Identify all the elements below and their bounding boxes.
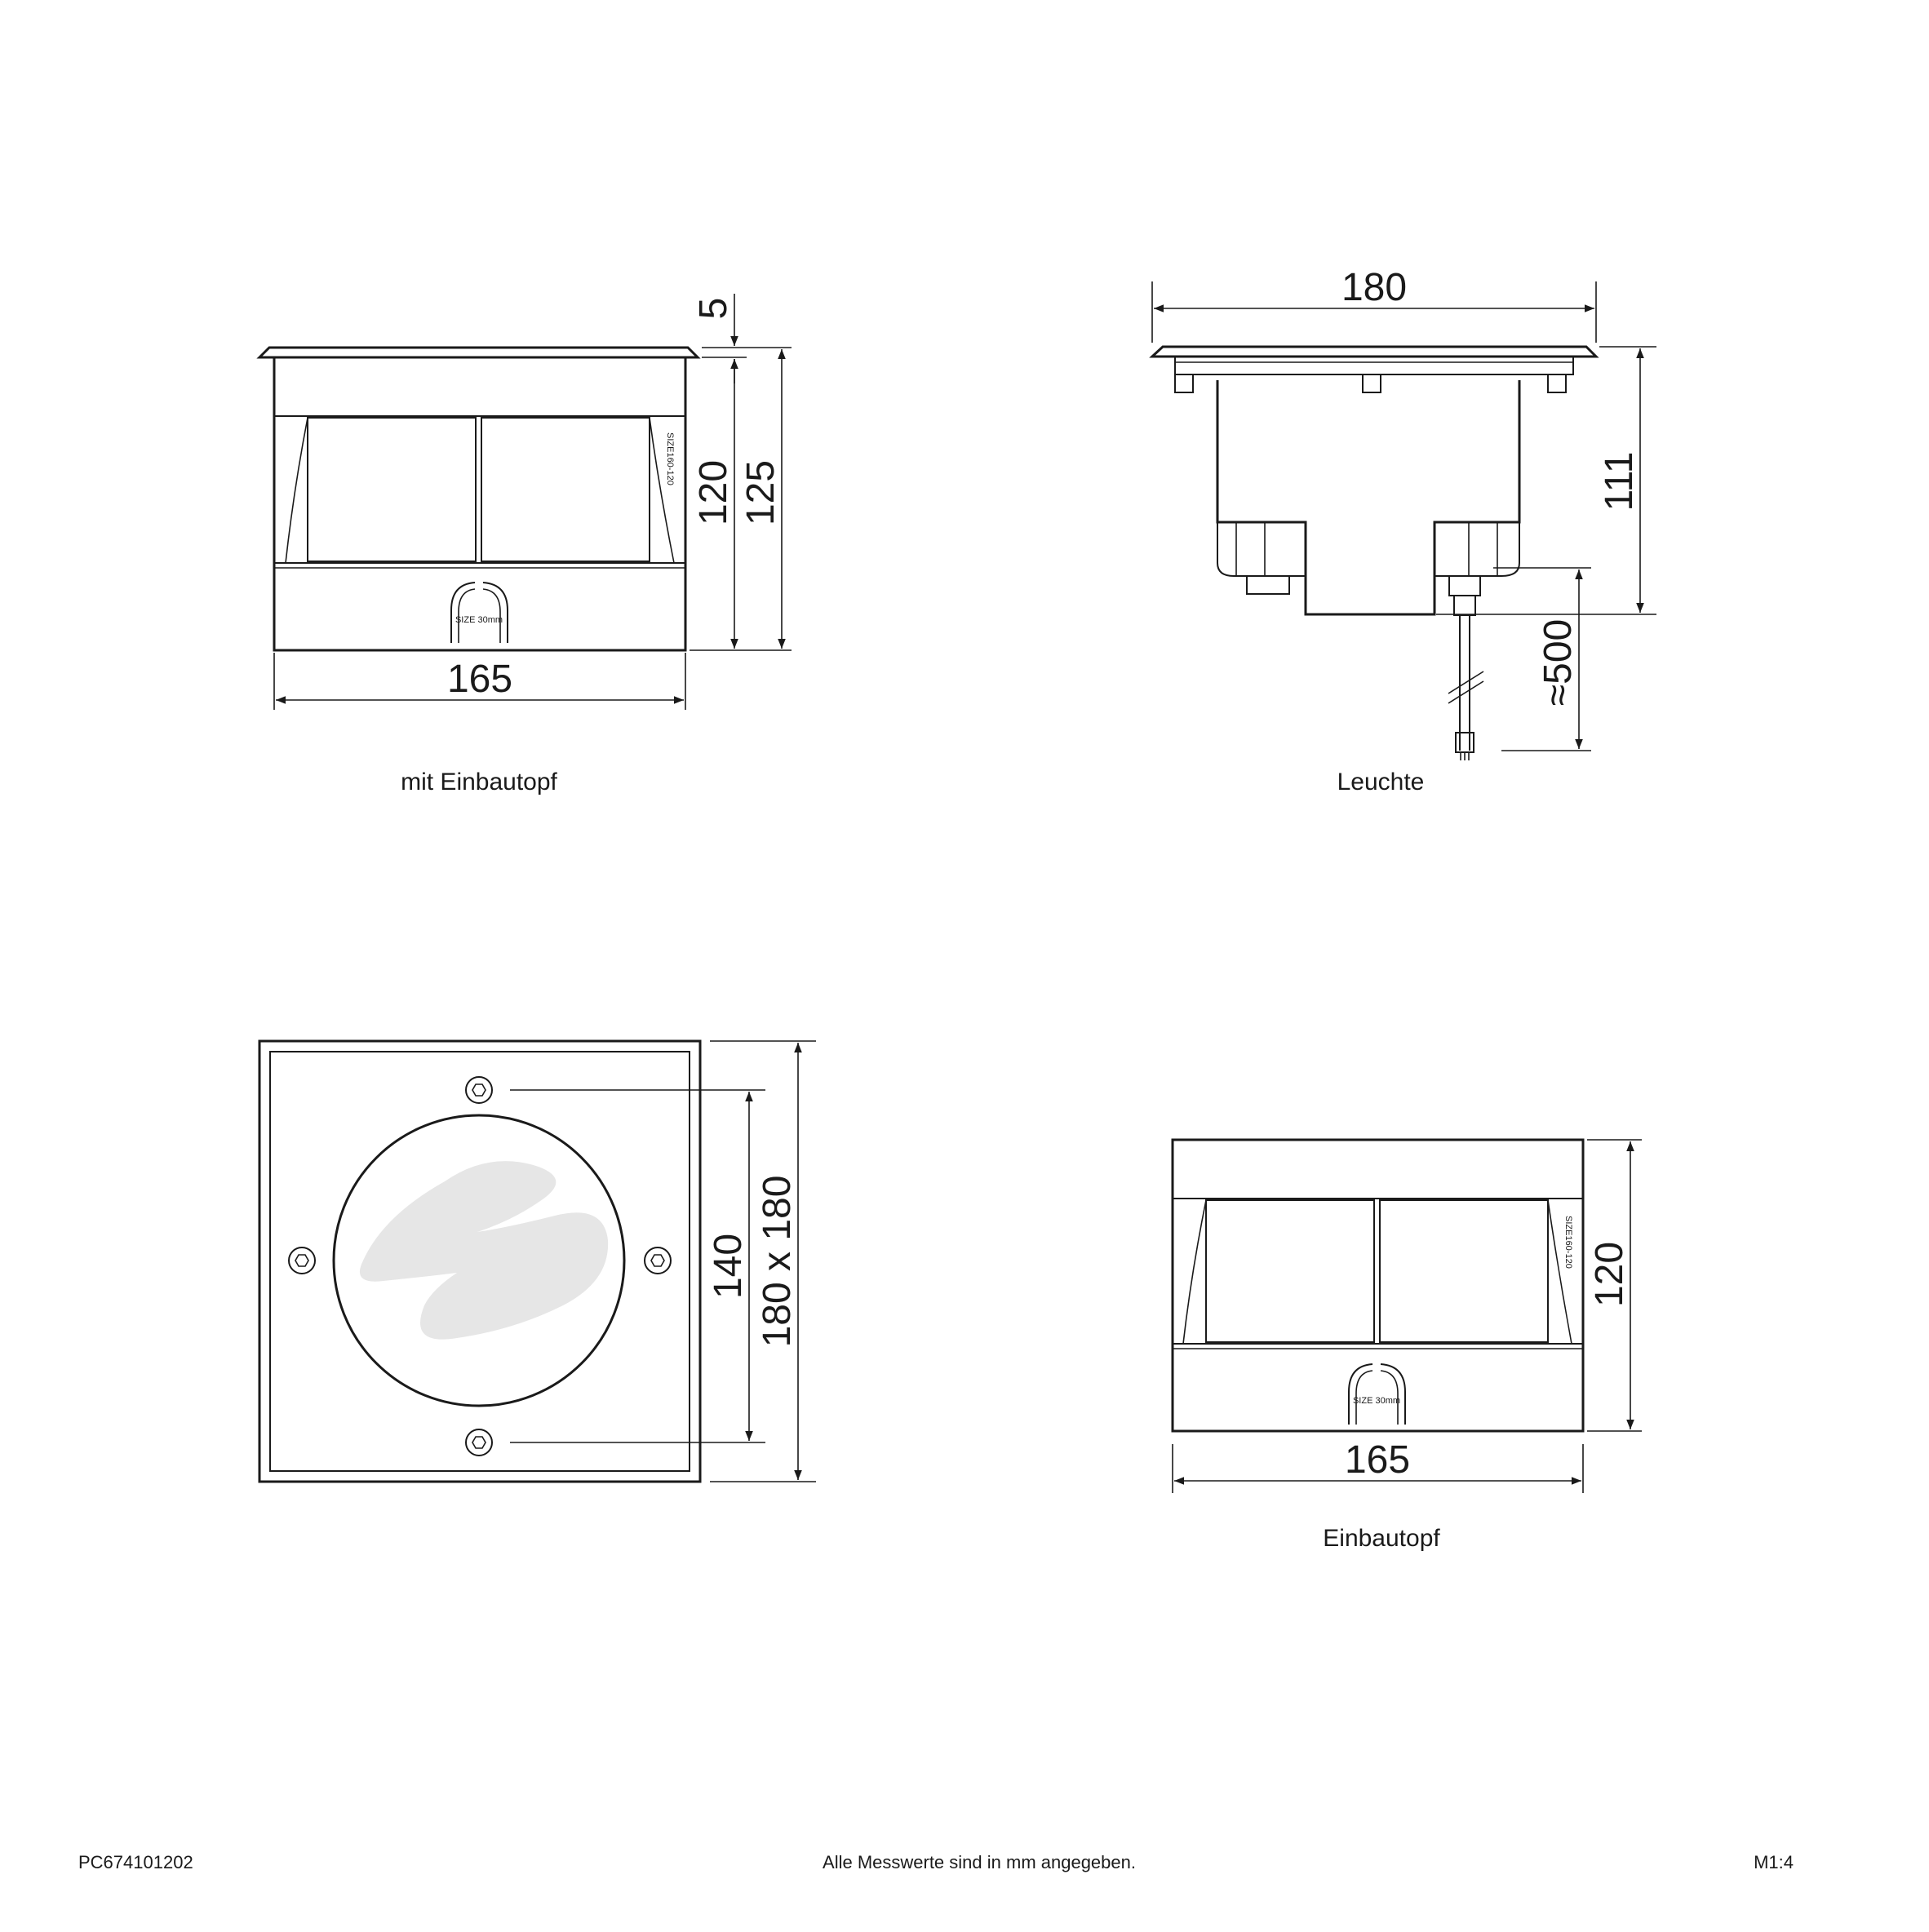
size-clip-label: SIZE 30mm: [455, 615, 503, 625]
dim-hole-spacing: 140: [707, 1234, 750, 1299]
dim-width: 165: [1345, 1438, 1410, 1482]
scale-label: M1:4: [1754, 1852, 1794, 1872]
footer: PC674101202 Alle Messwerte sind in mm an…: [78, 1852, 1794, 1872]
article-number: PC674101202: [78, 1852, 193, 1872]
view-mit-einbautopf: SIZE 30mm SIZE160-120 165 5 120 125 mit …: [256, 294, 792, 795]
size-side-label: SIZE160-120: [665, 432, 675, 485]
logo-watermark: [359, 1161, 609, 1340]
dim-body: 120: [692, 460, 735, 525]
dim-width: 165: [447, 658, 512, 701]
caption-einbautopf: Einbautopf: [1323, 1525, 1440, 1552]
dim-cable: ≈500: [1537, 619, 1580, 706]
caption-mit-einbautopf: mit Einbautopf: [401, 769, 557, 795]
dim-width: 180: [1341, 266, 1407, 309]
units-note: Alle Messwerte sind in mm angegeben.: [823, 1852, 1136, 1872]
dim-height: 111: [1598, 452, 1641, 512]
screw-left: [288, 1247, 316, 1274]
dim-total: 125: [739, 460, 783, 525]
size-side-label: SIZE160-120: [1563, 1216, 1573, 1269]
size-clip-label: SIZE 30mm: [1353, 1396, 1400, 1406]
screw-bottom: [465, 1429, 493, 1456]
dim-outer: 180 x 180: [756, 1176, 799, 1348]
view-leuchte: 180 111 ≈500 Leuchte: [1149, 266, 1656, 795]
dim-height: 120: [1588, 1242, 1631, 1307]
screw-right: [644, 1247, 672, 1274]
view-top: 140 180 x 180: [258, 1039, 816, 1483]
dim-flange: 5: [692, 298, 735, 320]
view-einbautopf: SIZE 30mm SIZE160-120 165 120 Einbautopf: [1171, 1138, 1642, 1552]
screw-top: [465, 1076, 493, 1104]
caption-leuchte: Leuchte: [1337, 769, 1425, 795]
